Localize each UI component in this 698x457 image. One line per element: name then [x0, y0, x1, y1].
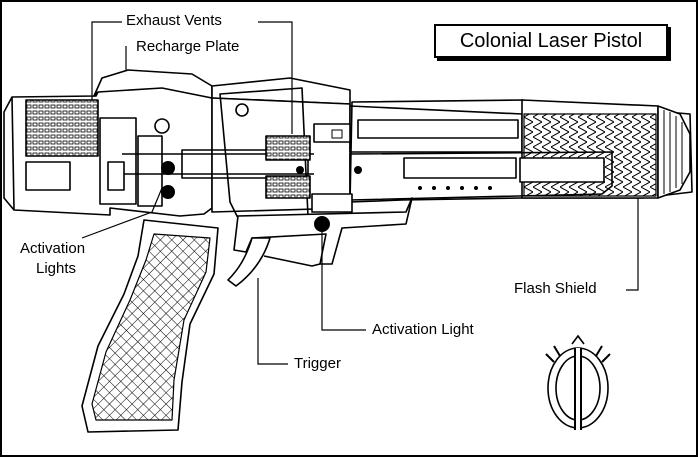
leader-flash-shield	[626, 198, 639, 291]
leader-exhaust-vents-left	[91, 21, 122, 100]
label-activation-light: Activation Light	[372, 321, 474, 338]
label-flash-shield: Flash Shield	[514, 280, 597, 297]
label-activation-lights-line1: Activation	[20, 240, 86, 257]
label-trigger: Trigger	[294, 355, 341, 372]
label-activation-lights-line2: Lights	[36, 260, 77, 277]
page-title: Colonial Laser Pistol	[434, 24, 668, 58]
label-recharge-plate: Recharge Plate	[136, 38, 240, 55]
leader-activation-lights	[81, 187, 163, 239]
leader-activation-light	[321, 232, 366, 331]
leader-exhaust-vents-right	[258, 21, 293, 134]
colonial-emblem-icon	[545, 334, 611, 430]
label-exhaust-vents: Exhaust Vents	[126, 12, 222, 29]
leader-trigger	[257, 278, 288, 365]
